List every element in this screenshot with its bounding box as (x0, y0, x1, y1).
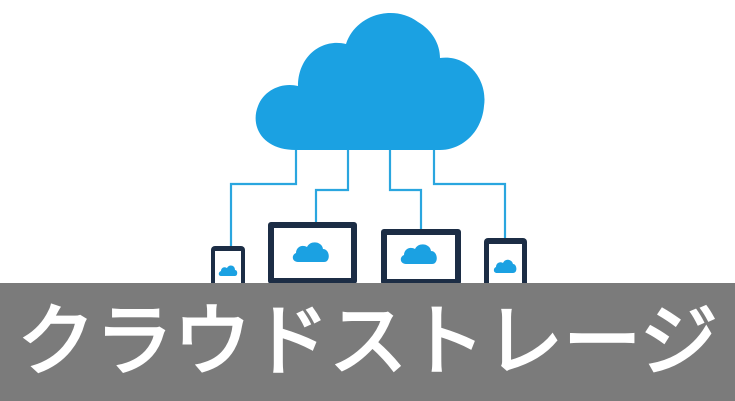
connector-lines (229, 150, 507, 246)
title-banner (0, 283, 735, 401)
cloud-icon (255, 13, 485, 151)
laptop-icon (373, 229, 469, 297)
banner-title: クラウドストレージ (17, 297, 718, 387)
